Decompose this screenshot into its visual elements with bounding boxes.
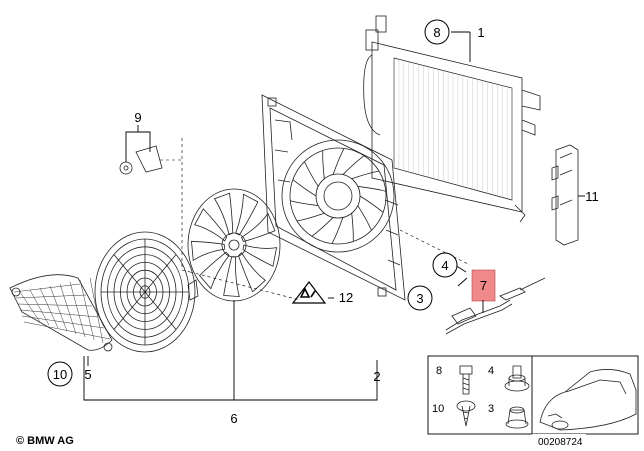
ref-number: 00208724 (538, 437, 583, 448)
fan-blade-vane (223, 256, 240, 298)
label-5: 5 (84, 367, 91, 382)
radiator (363, 15, 541, 223)
fan-blade-vane (238, 252, 266, 293)
cover-mesh-line (29, 289, 50, 326)
cover-mesh-line (59, 283, 77, 335)
fan-cover (9, 274, 113, 352)
leader-lines (83, 31, 585, 401)
copyright-text: © BMW AG (16, 435, 74, 447)
grille-spoke (113, 291, 146, 330)
shroud-spoke (304, 161, 319, 187)
fan-shroud (261, 94, 406, 301)
shroud-spoke (322, 150, 325, 179)
shroud-spoke (290, 200, 319, 206)
fan-blade-vane (191, 240, 226, 262)
label-4: 4 (441, 258, 448, 273)
cover-mesh-line (49, 285, 68, 332)
grommet-icon (505, 406, 529, 429)
cover-mesh-line (39, 287, 59, 329)
nut-icon (504, 365, 530, 392)
car-silhouette-icon (539, 369, 637, 431)
warning-label-12 (291, 281, 327, 304)
label-3: 3 (416, 291, 423, 306)
fan-blade-vane (213, 192, 234, 236)
cover-mesh-line (19, 291, 41, 323)
fan-blade-vane (194, 208, 228, 242)
inset-label-8: 8 (436, 365, 442, 377)
cover-mesh-line (21, 315, 105, 329)
cover-mesh-line (69, 281, 86, 338)
label-10: 10 (53, 367, 67, 382)
fan-blade-vane (235, 193, 259, 236)
fan-blade (187, 188, 281, 302)
label-7: 7 (480, 278, 487, 293)
screw-icon (456, 400, 476, 427)
label-1: 1 (477, 25, 484, 40)
assembly-lines (160, 138, 471, 301)
shroud-spoke (296, 212, 325, 222)
label-8: 8 (433, 25, 440, 40)
fan-blade-vane (242, 244, 278, 267)
label-9: 9 (134, 110, 141, 125)
shroud-spoke (351, 170, 380, 180)
shroud-spoke (351, 213, 354, 242)
callouts: 8 1 9 11 12 4 3 10 5 2 6 (47, 19, 599, 426)
shroud-spoke (357, 205, 372, 231)
fan-blade-vane (241, 212, 276, 242)
cover-mesh-line (79, 279, 95, 341)
shroud-spoke (359, 195, 384, 213)
copyright: © BMW AG (16, 435, 74, 447)
inset-panel: 8 4 10 3 (427, 355, 639, 448)
fan-grille (94, 231, 199, 353)
cover-mesh-line (17, 303, 93, 307)
sensor-harness (445, 277, 546, 335)
callout-7-highlight[interactable]: 7 (471, 269, 496, 302)
inset-label-4: 4 (488, 365, 494, 377)
shroud-spoke (342, 155, 365, 175)
shroud-spoke (357, 186, 386, 192)
cover-mesh-line (89, 277, 104, 344)
grille-spoke (144, 254, 177, 293)
cover-mesh-line (23, 321, 111, 340)
shroud-spoke (292, 179, 317, 197)
inset-label-3: 3 (488, 403, 494, 415)
bolt-icon (459, 365, 473, 395)
label-11: 11 (585, 189, 599, 204)
cover-mesh-line (15, 294, 87, 299)
cover-mesh-line (19, 309, 99, 318)
shroud-spoke (331, 217, 344, 244)
shroud-spoke (311, 217, 334, 237)
inset-label-10: 10 (432, 403, 444, 415)
cover-mesh-line (13, 283, 81, 293)
label-6: 6 (230, 411, 237, 426)
grille-spoke (113, 254, 146, 293)
label-12: 12 (339, 290, 353, 305)
bracket-11 (551, 144, 579, 246)
grille-spoke (144, 291, 177, 330)
fan-blade-vane (198, 251, 230, 290)
shroud-spoke (332, 148, 345, 175)
label-2: 2 (373, 369, 380, 384)
